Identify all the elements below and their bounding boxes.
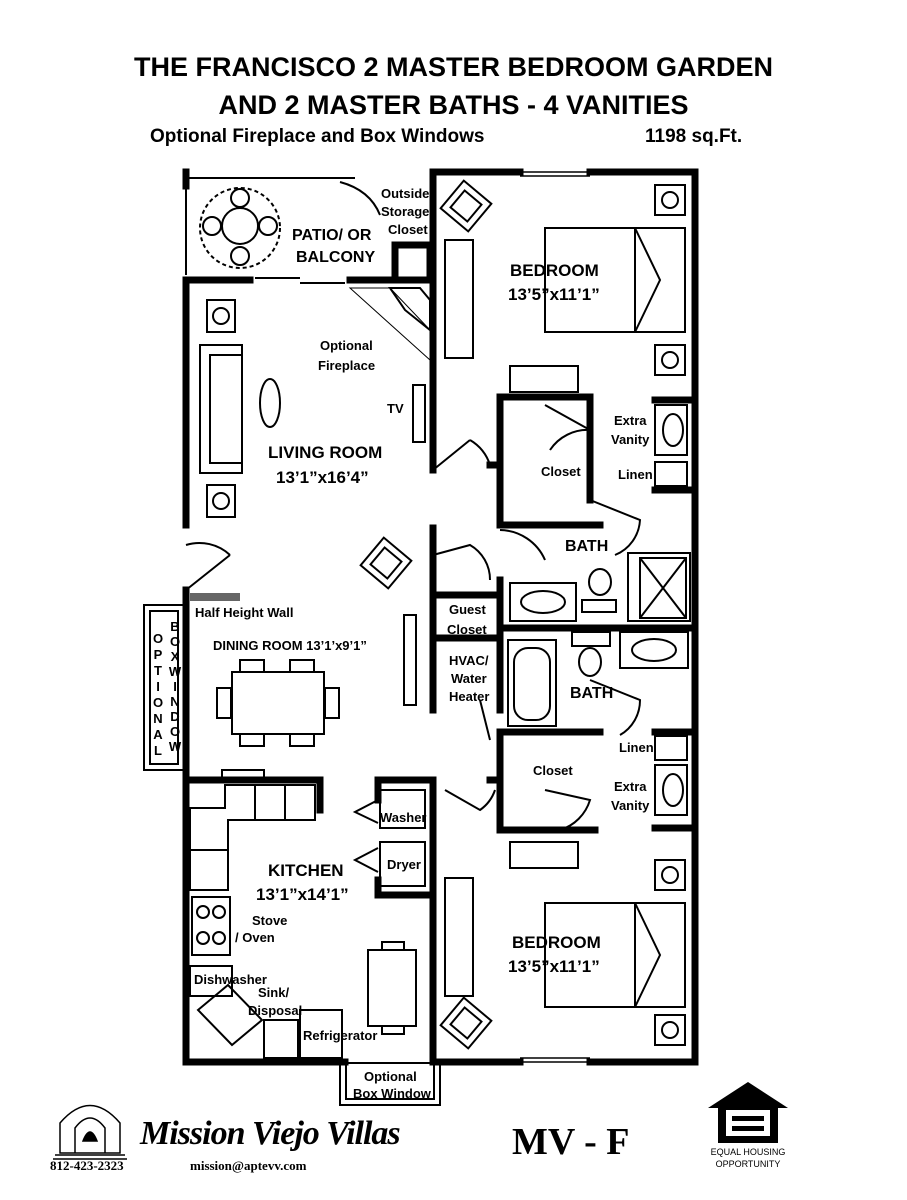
box-window-letter: O xyxy=(170,724,180,739)
hvac-label-3: Heater xyxy=(449,689,489,704)
extra-vanity2-label-1: Extra xyxy=(614,779,647,794)
box-window-bottom-label-1: Optional xyxy=(364,1069,417,1084)
stove-label-2: / Oven xyxy=(235,930,275,945)
box-window-letter: O xyxy=(153,695,163,710)
box-window-letter: O xyxy=(170,634,180,649)
box-window-letter: N xyxy=(153,711,162,726)
stove-label-1: Stove xyxy=(252,913,287,928)
bedroom2-label: BEDROOM xyxy=(512,933,601,952)
equal-housing-line1: EQUAL HOUSING xyxy=(710,1147,786,1157)
plan-subtitle: Optional Fireplace and Box Windows xyxy=(150,126,485,147)
sink-label-2: Disposal xyxy=(248,1003,302,1018)
box-window-letter: D xyxy=(170,709,179,724)
extra-vanity2-label-2: Vanity xyxy=(611,798,650,813)
bath2-label: BATH xyxy=(570,685,613,702)
extra-vanity1-label-1: Extra xyxy=(614,413,647,428)
box-window-letter: T xyxy=(154,663,162,678)
email-address: mission@aptevv.com xyxy=(190,1158,307,1173)
bedroom2-size: 13’5”x11’1” xyxy=(508,957,600,976)
kitchen-label: KITCHEN xyxy=(268,861,344,880)
sink-label-1: Sink/ xyxy=(258,985,289,1000)
patio-label-1: PATIO/ OR xyxy=(292,227,372,244)
fireplace-label-1: Optional xyxy=(320,338,373,353)
box-window-letter: P xyxy=(154,647,163,662)
dining-room-label: DINING ROOM 13’1’x9’1” xyxy=(213,638,367,653)
guest-closet-label-2: Closet xyxy=(447,622,487,637)
closet1-label: Closet xyxy=(541,464,581,479)
patio-label-2: BALCONY xyxy=(296,249,375,266)
box-window-letter: W xyxy=(169,664,182,679)
living-room-label: LIVING ROOM xyxy=(268,443,382,462)
box-window-letter: N xyxy=(170,694,179,709)
phone-number: 812-423-2323 xyxy=(50,1158,124,1173)
linen1-label: Linen xyxy=(618,467,653,482)
tv-label: TV xyxy=(387,401,404,416)
linen2-label: Linen xyxy=(619,740,654,755)
plan-title-line2: AND 2 MASTER BATHS - 4 VANITIES xyxy=(218,90,689,120)
box-window-letter: X xyxy=(171,649,180,664)
equal-housing-icon xyxy=(708,1082,788,1143)
box-window-bottom-label-2: Box Window xyxy=(353,1086,432,1101)
box-window-letter: I xyxy=(156,679,160,694)
bedroom1-size: 13’5”x11’1” xyxy=(508,285,600,304)
closet2-label: Closet xyxy=(533,763,573,778)
extra-vanity1-label-2: Vanity xyxy=(611,432,650,447)
box-window-letter: W xyxy=(169,739,182,754)
living-room-size: 13’1”x16’4” xyxy=(276,468,369,487)
bedroom1-label: BEDROOM xyxy=(510,261,599,280)
outside-storage-label-1: Outside xyxy=(381,186,429,201)
hvac-label-2: Water xyxy=(451,671,487,686)
bath1-label: BATH xyxy=(565,538,608,555)
mission-logo-icon xyxy=(53,1104,127,1160)
fireplace-label-2: Fireplace xyxy=(318,358,375,373)
brand-name: Mission Viejo Villas xyxy=(140,1115,401,1152)
plan-title-line1: THE FRANCISCO 2 MASTER BEDROOM GARDEN xyxy=(133,52,774,82)
box-window-letter: I xyxy=(173,679,177,694)
box-window-letter: A xyxy=(153,727,163,742)
guest-closet-label-1: Guest xyxy=(449,602,487,617)
dryer-label: Dryer xyxy=(387,857,421,872)
box-window-letter: O xyxy=(153,631,163,646)
plan-code: MV - F xyxy=(512,1121,630,1163)
dishwasher-label: Dishwasher xyxy=(194,972,267,987)
half-wall-label: Half Height Wall xyxy=(195,605,293,620)
washer-label: Washer xyxy=(380,810,426,825)
equal-housing-line2: OPPORTUNITY xyxy=(715,1159,781,1169)
square-footage: 1198 sq.Ft. xyxy=(645,126,743,147)
box-window-letter: L xyxy=(154,743,162,758)
box-window-letter: B xyxy=(170,619,179,634)
kitchen-size: 13’1”x14’1” xyxy=(256,885,349,904)
outside-storage-label-2: Storage xyxy=(381,204,429,219)
refrigerator-label: Refrigerator xyxy=(303,1028,377,1043)
hvac-label-1: HVAC/ xyxy=(449,653,489,668)
outside-storage-label-3: Closet xyxy=(388,222,428,237)
